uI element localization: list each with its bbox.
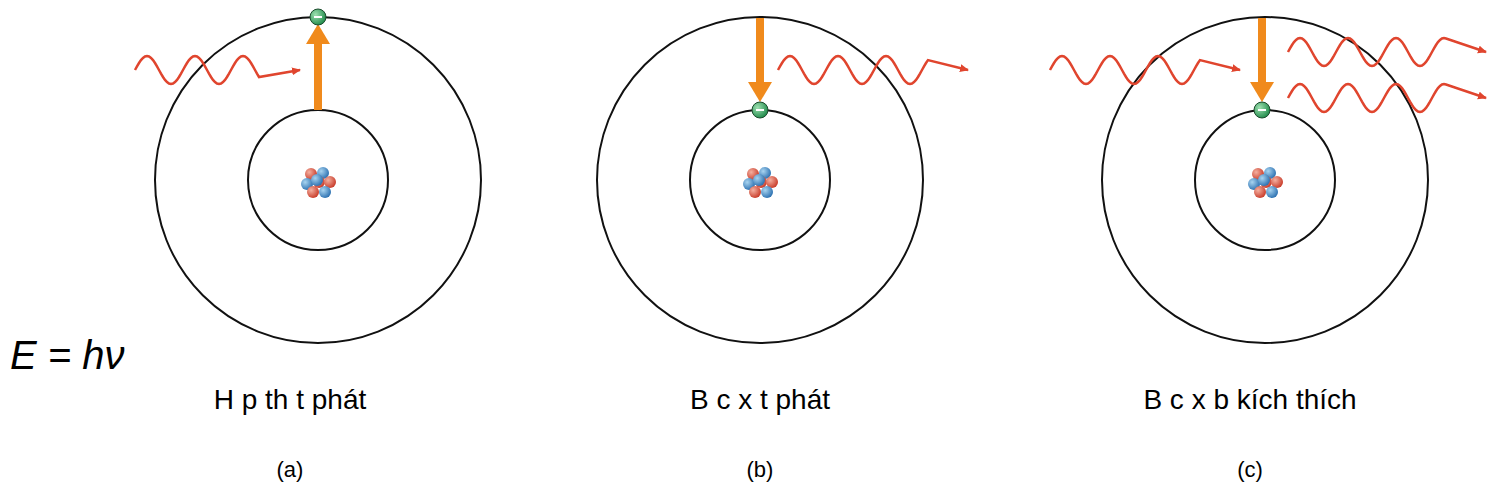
photon-wave — [1288, 84, 1486, 112]
caption: B c x t phát — [690, 385, 830, 416]
photon-wave — [778, 56, 968, 84]
photon-wave — [1288, 38, 1486, 66]
photon-wave — [135, 56, 300, 84]
atom-c — [1102, 17, 1428, 343]
photon-waves — [135, 38, 1486, 112]
atom-b — [597, 17, 923, 343]
energy-formula: E = hν — [10, 333, 125, 377]
panel-letter: (b) — [747, 458, 774, 482]
atom-a — [155, 9, 481, 343]
panel-letter: (a) — [277, 458, 304, 482]
panel-letter: (c) — [1237, 458, 1263, 482]
caption: B c x b kích thích — [1143, 385, 1356, 416]
photon-wave — [1050, 56, 1240, 84]
caption: H p th t phát — [214, 385, 367, 416]
